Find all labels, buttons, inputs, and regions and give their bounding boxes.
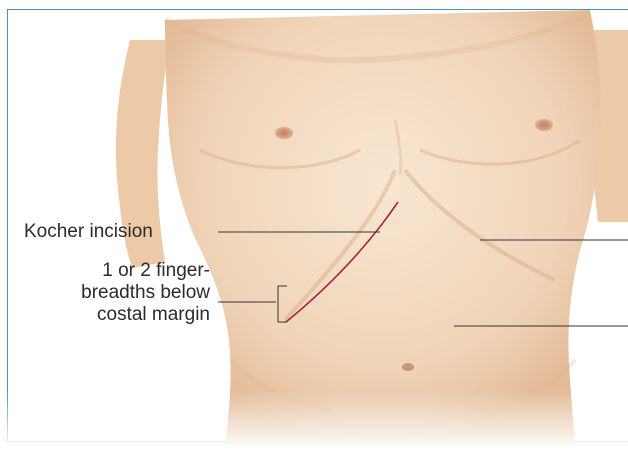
right-nipple (535, 119, 553, 131)
kocher-incision-label: Kocher incision (24, 221, 153, 243)
finger-breadths-label-line2: breadths below (81, 282, 210, 304)
finger-breadths-label-line3: costal margin (81, 304, 210, 326)
finger-breadths-label-line1: 1 or 2 finger- (81, 260, 210, 282)
navel (402, 363, 414, 371)
torso-body (165, 10, 601, 445)
left-nipple (275, 127, 293, 139)
finger-breadths-label: 1 or 2 finger- breadths below costal mar… (81, 260, 210, 326)
